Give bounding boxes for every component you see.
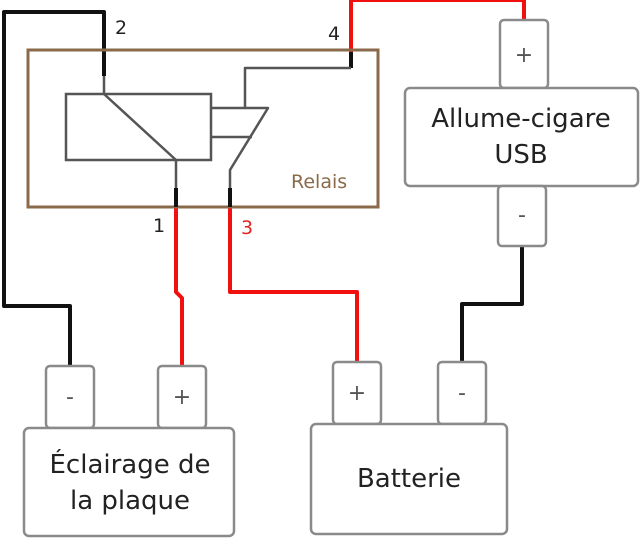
relay: Relais 1 2 3 4 bbox=[26, 17, 380, 239]
battery: + - Batterie bbox=[309, 360, 509, 536]
relay-housing bbox=[26, 48, 380, 209]
relay-coil bbox=[64, 92, 213, 162]
wire-pin1-to-lighting-plus bbox=[174, 207, 184, 366]
relay-pin-4: 4 bbox=[328, 23, 340, 45]
battery-body bbox=[309, 422, 509, 536]
usb-minus-terminal bbox=[496, 184, 548, 248]
relay-label: Relais bbox=[291, 171, 347, 193]
wire-pin3-to-battery-plus bbox=[228, 207, 359, 362]
relay-coil-diagonal bbox=[103, 93, 178, 188]
usb-socket-label-line1: Allume-cigare bbox=[431, 104, 611, 134]
wire-usb-minus-to-battery-minus bbox=[460, 246, 524, 364]
battery-minus-sign: - bbox=[458, 381, 466, 406]
plate-lighting: - + Éclairage de la plaque bbox=[22, 364, 236, 538]
lighting-body bbox=[22, 426, 236, 538]
usb-plus-sign: + bbox=[515, 43, 533, 68]
lighting-plus-sign: + bbox=[173, 385, 191, 410]
lighting-label-line1: Éclairage de bbox=[50, 448, 211, 480]
wire-pin2-to-lighting-minus bbox=[2, 10, 106, 366]
relay-switch-contact bbox=[211, 106, 252, 139]
relay-pin-2: 2 bbox=[115, 17, 127, 39]
relay-pin-1: 1 bbox=[153, 215, 165, 237]
usb-socket: + Allume-cigare USB - bbox=[403, 18, 640, 248]
battery-plus-sign: + bbox=[348, 381, 366, 406]
lighting-minus-sign: - bbox=[66, 385, 74, 410]
relay-switch-arm bbox=[228, 66, 351, 188]
usb-socket-label-line2: USB bbox=[494, 140, 547, 170]
lighting-label-line2: la plaque bbox=[70, 486, 190, 516]
usb-minus-sign: - bbox=[518, 203, 526, 228]
wire-pin4-to-usb-plus bbox=[349, 0, 526, 52]
usb-socket-body bbox=[403, 86, 640, 188]
relay-pin-3: 3 bbox=[241, 217, 253, 239]
battery-label: Batterie bbox=[357, 464, 461, 494]
